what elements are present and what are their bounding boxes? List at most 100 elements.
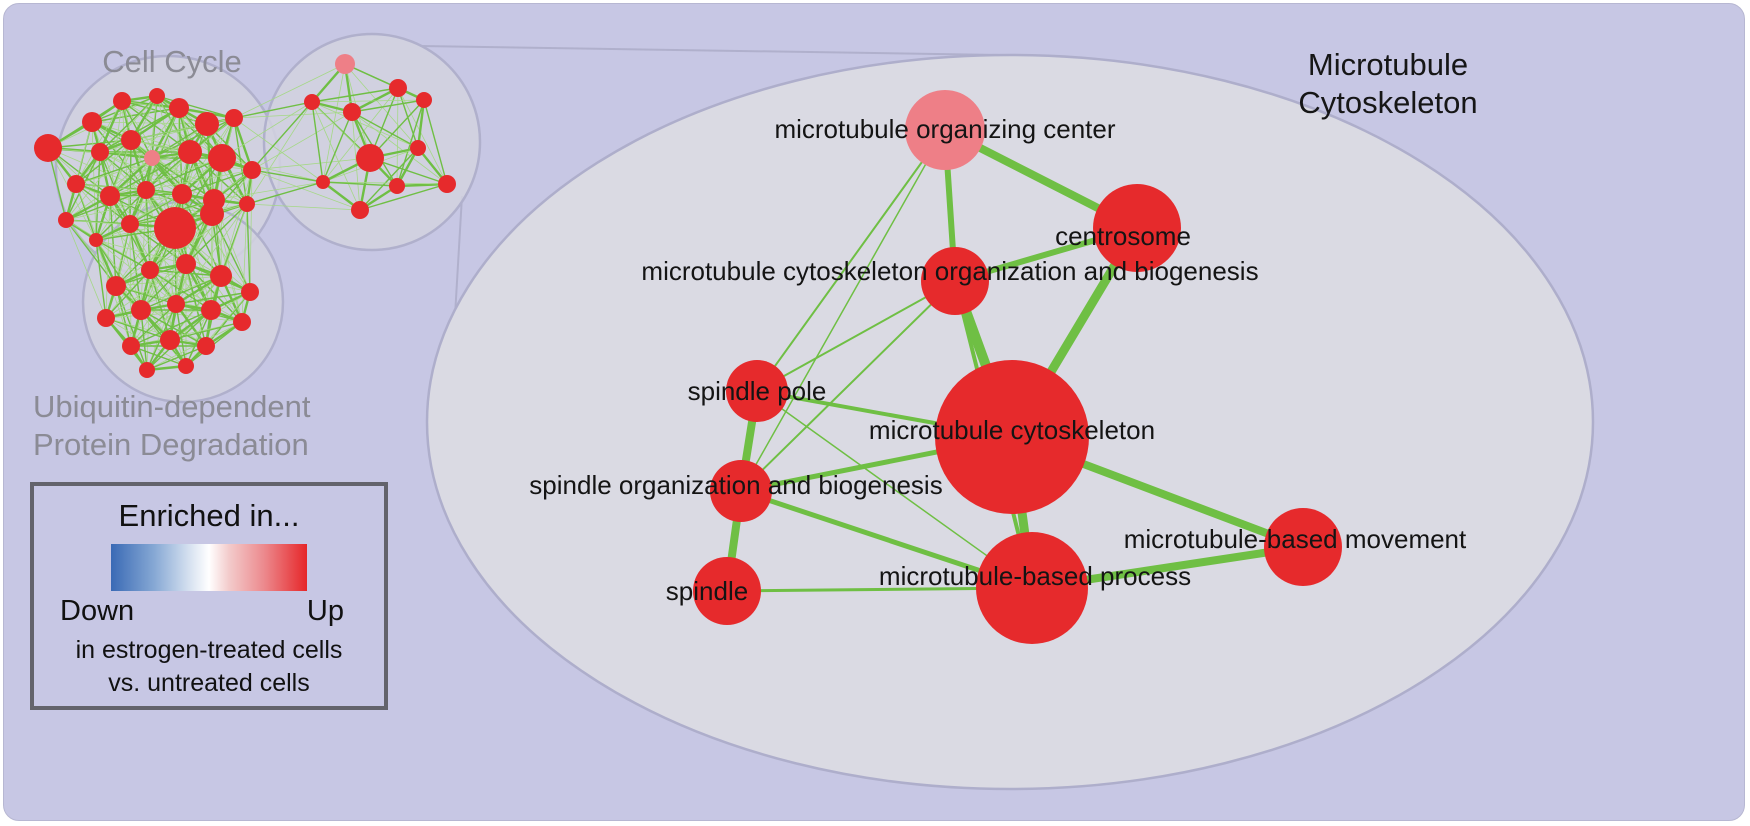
overview-node [169, 98, 189, 118]
overview-edge [75, 157, 153, 185]
overview-edge [95, 239, 142, 311]
overview-edge [91, 121, 208, 125]
overview-node [316, 175, 330, 189]
overview-edge [233, 101, 313, 119]
overview-node [141, 261, 159, 279]
overview-node [139, 362, 155, 378]
overview-edge [251, 169, 324, 183]
legend-subtitle-line1: in estrogen-treated cells [75, 636, 343, 664]
edge-moc-sob [740, 129, 946, 492]
overview-edge [130, 309, 212, 347]
overview-edge [130, 303, 177, 347]
overview-node [438, 175, 456, 193]
overview-node [160, 330, 180, 350]
overview-node [154, 207, 196, 249]
overview-edge [140, 309, 207, 347]
overview-edge [311, 101, 361, 211]
legend: Enriched in... Down Up in estrogen-treat… [30, 482, 388, 710]
overview-node [243, 161, 261, 179]
overview-node [89, 233, 103, 247]
overview-node [335, 54, 355, 74]
overview-node [410, 140, 426, 156]
overview-node [144, 150, 160, 166]
overview-edge [105, 269, 151, 319]
overview-edge [130, 263, 187, 347]
overview-edge [423, 99, 448, 185]
overview-edge [213, 181, 324, 201]
overview-edge [251, 111, 353, 171]
overview-edge [99, 123, 208, 153]
legend-down-label: Down [60, 595, 135, 627]
overview-edge [246, 101, 313, 205]
node-label-sob: spindle organization and biogenesis [529, 470, 942, 500]
legend-up-label: Up [306, 595, 344, 627]
overview-cluster-microtubule-cytoskeleton [262, 32, 482, 252]
overview-node [121, 130, 141, 150]
overview-edge [233, 111, 353, 119]
overview-edge [98, 100, 124, 153]
overview-node [389, 79, 407, 97]
overview-edge [175, 203, 248, 305]
overview-edge [151, 157, 248, 205]
overview-edge [251, 169, 361, 211]
overview-edge [115, 285, 177, 305]
node-label-sp: spindle pole [688, 376, 827, 406]
overview-edge [99, 95, 158, 153]
overview-edge [351, 111, 448, 185]
overview-edge [65, 193, 183, 221]
node-label-moc: microtubule organizing center [774, 114, 1115, 144]
overview-edge [75, 95, 158, 185]
overview-edge [181, 169, 253, 195]
overview-edge [351, 99, 425, 113]
legend-axis-labels: Down Up [34, 591, 384, 628]
overview-edge [145, 189, 151, 271]
overview-edge [241, 203, 248, 323]
overview-edge [351, 111, 361, 211]
overview-edge [99, 151, 215, 201]
overview-edge [149, 269, 171, 341]
overview-edge [233, 117, 324, 183]
overview-node [172, 184, 192, 204]
overview-edge [95, 239, 107, 319]
detail-cluster-title-line2: Cytoskeleton [1298, 85, 1478, 120]
detail-cluster-title-line1: Microtubule [1307, 47, 1469, 82]
overview-node [241, 283, 259, 301]
overview-edge [322, 181, 448, 185]
overview-node [233, 313, 251, 331]
overview-node [201, 300, 221, 320]
edge-mcob-sp [756, 280, 956, 392]
overview-node [58, 212, 74, 228]
overview-edge [115, 189, 147, 287]
overview-edge [311, 87, 399, 103]
overview-edge [322, 181, 398, 187]
overview-node [97, 309, 115, 327]
overview-edge [75, 100, 123, 185]
overview-edge [105, 317, 171, 341]
overview-edge [115, 285, 148, 371]
overview-edge [75, 139, 132, 185]
overview-node [356, 144, 384, 172]
overview-edge [95, 239, 187, 265]
node-spi [693, 557, 761, 625]
overview-edge [115, 285, 132, 347]
node-mc [935, 360, 1089, 514]
overview-edge [311, 99, 425, 103]
overview-edge [344, 63, 419, 149]
overview-edge [95, 239, 151, 271]
overview-edge [145, 123, 208, 191]
node-label-spi: spindle [666, 576, 748, 606]
overview-node [208, 144, 236, 172]
overview-edge [65, 139, 132, 221]
overview-node [197, 337, 215, 355]
overview-node [416, 92, 432, 108]
overview-edge [221, 157, 324, 183]
legend-gradient-bar [111, 544, 307, 591]
overview-edge [47, 147, 131, 225]
overview-edge [121, 100, 191, 153]
overview-node [113, 92, 131, 110]
overview-edge [396, 99, 425, 187]
overview-edge [397, 87, 448, 185]
cluster-label-ubiquitin-line2: Protein Degradation [33, 427, 309, 462]
overview-node [149, 88, 165, 104]
overview-edge [311, 101, 324, 183]
